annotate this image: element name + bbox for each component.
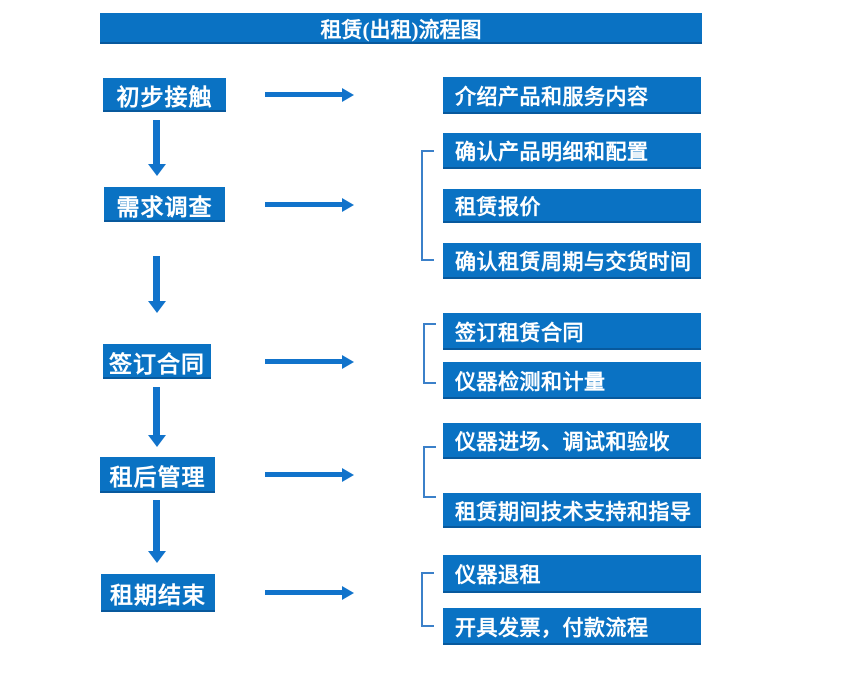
arrow-down-icon [153,500,160,551]
output-box: 租赁期间技术支持和指导 [443,493,701,528]
step-sign-contract: 签订合同 [103,344,211,379]
arrow-right-icon [265,472,342,477]
arrow-down-icon [153,120,160,164]
output-box: 确认产品明细和配置 [443,133,701,169]
flowchart-title: 租赁(出租)流程图 [100,13,702,44]
output-box: 开具发票，付款流程 [443,608,701,645]
step-initial-contact: 初步接触 [103,78,226,112]
arrow-right-icon [265,590,342,595]
arrow-down-icon [153,387,160,435]
arrow-right-icon [265,359,342,364]
arrow-down-icon [153,256,160,301]
bracket-line [423,446,436,498]
step-post-rental-management: 租后管理 [100,457,215,493]
step-lease-end: 租期结束 [101,574,215,612]
step-demand-survey: 需求调查 [104,187,225,222]
bracket-line [421,572,434,627]
output-box: 租赁报价 [443,189,701,223]
arrow-right-icon [265,92,342,97]
bracket-line [421,150,434,261]
output-box: 签订租赁合同 [443,313,701,350]
output-box: 仪器检测和计量 [443,362,701,399]
bracket-line [423,323,436,384]
output-box: 仪器进场、调试和验收 [443,423,701,459]
output-box: 仪器退租 [443,555,701,593]
output-box: 介绍产品和服务内容 [443,77,701,114]
arrow-right-icon [265,202,342,207]
output-box: 确认租赁周期与交货时间 [443,243,701,279]
